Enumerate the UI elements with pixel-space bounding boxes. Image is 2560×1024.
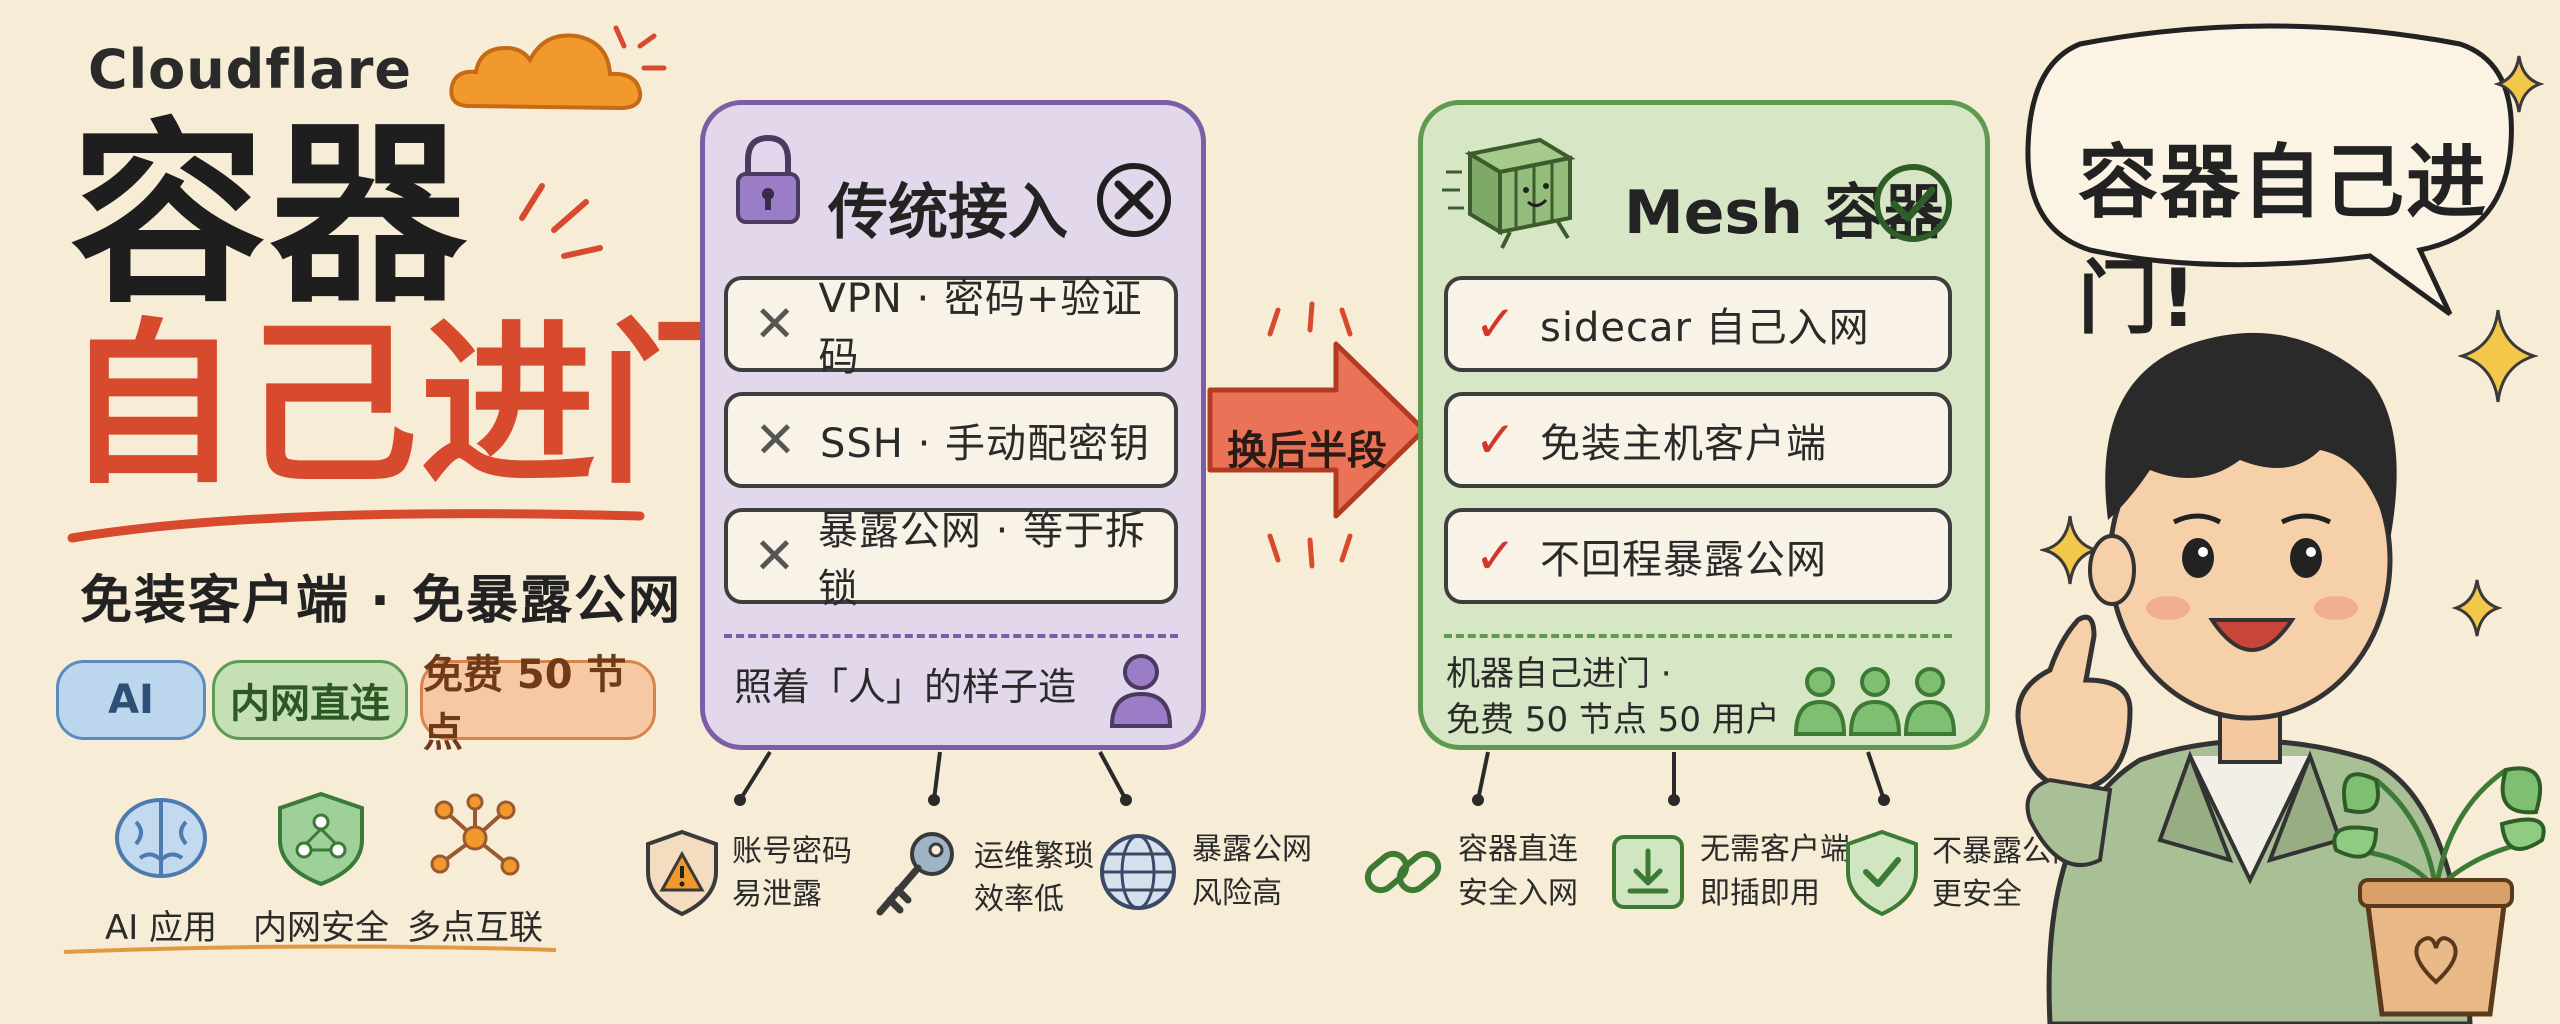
issue-line-2: 效率低 (974, 882, 1064, 917)
right-row-sidecar: ✓ sidecar 自己入网 (1444, 276, 1952, 372)
container-box-icon (1442, 137, 1576, 249)
cross-icon: ✕ (753, 295, 797, 353)
feature-ai-app: AI 应用 (76, 788, 246, 949)
sparkle-icon (2458, 309, 2538, 403)
warning-shield-icon (646, 829, 718, 917)
benefit-text: 无需客户端 即插即用 (1700, 828, 1850, 915)
issue-text: 账号密码 易泄露 (732, 830, 852, 917)
link-icon (1364, 850, 1442, 893)
issue-line-1: 运维繁琐 (974, 838, 1094, 874)
sparkle-icon (2494, 55, 2544, 113)
brand-name: Cloudflare (88, 38, 413, 101)
user-icon (1109, 654, 1173, 728)
feature-label: 内网安全 (253, 908, 389, 948)
speech-bubble-text: 容器自己进门! (2078, 136, 2488, 345)
issue-line-2: 易泄露 (732, 877, 822, 912)
divider-line (63, 944, 557, 954)
right-panel-divider (1444, 634, 1952, 638)
footer-line-2: 免费 50 节点 50 用户 (1446, 699, 1780, 740)
right-connector-lines (1472, 751, 1890, 806)
cross-icon: ✕ (754, 411, 798, 469)
benefit-line-2: 更安全 (1932, 877, 2022, 912)
benefit-line-1: 无需客户端 (1700, 832, 1850, 867)
benefit-line-2: 即插即用 (1700, 875, 1820, 911)
sparkle-icon (2040, 515, 2100, 585)
benefit-plug-and-play: 无需客户端 即插即用 (1608, 828, 1850, 915)
footer-line-1: 机器自己进门 · (1446, 654, 1672, 694)
issue-public-risk: 暴露公网 风险高 (1096, 828, 1312, 915)
row-label: VPN · 密码+验证码 (818, 276, 1143, 380)
feature-label: 多点互联 (407, 908, 543, 948)
cross-icon: ✕ (753, 527, 797, 585)
shield-network-icon (278, 791, 364, 887)
issue-ops-inefficient: 运维繁琐 效率低 (872, 828, 1094, 928)
benefit-text: 容器直连 安全入网 (1458, 828, 1578, 915)
close-circle-icon (1097, 163, 1171, 237)
right-panel-footer: 机器自己进门 · 免费 50 节点 50 用户 (1446, 652, 1780, 744)
arrow-spark-lines (1267, 301, 1353, 569)
users-group-icon (1793, 667, 1957, 736)
left-connector-lines (734, 750, 1132, 806)
title-line-1: 容器 (70, 102, 471, 330)
right-row-no-public: ✓ 不回程暴露公网 (1444, 508, 1952, 604)
issue-password-leak: 账号密码 易泄露 (644, 828, 852, 918)
issue-line-2: 风险高 (1192, 875, 1282, 911)
check-icon: ✓ (1474, 527, 1518, 585)
brain-icon (115, 798, 207, 878)
feature-multipoint: 多点互联 (390, 788, 560, 949)
left-panel-divider (724, 634, 1178, 638)
check-shield-icon (1846, 829, 1918, 917)
cloud-icon (449, 25, 667, 111)
check-icon: ✓ (1474, 295, 1518, 353)
issue-line-1: 暴露公网 (1192, 832, 1312, 867)
tag-intranet: 内网直连 (212, 660, 408, 740)
right-panel-title: Mesh 容器 (1624, 178, 1944, 248)
issue-text: 运维繁琐 效率低 (974, 835, 1094, 922)
row-label: sidecar 自己入网 (1540, 305, 1870, 351)
network-nodes-icon (430, 793, 520, 876)
feature-label: AI 应用 (104, 908, 218, 948)
row-label: SSH · 手动配密钥 (820, 421, 1151, 467)
feature-intranet-security: 内网安全 (236, 788, 406, 949)
title-line-2: 自己进门 (64, 303, 777, 508)
benefit-direct-connect: 容器直连 安全入网 (1360, 828, 1578, 915)
left-row-public: ✕ 暴露公网 · 等于拆锁 (724, 508, 1178, 612)
row-label: 免装主机客户端 (1540, 421, 1827, 467)
left-row-ssh: ✕ SSH · 手动配密钥 (724, 392, 1178, 488)
download-icon (1612, 834, 1684, 909)
globe-icon (1100, 833, 1176, 910)
row-label: 暴露公网 · 等于拆锁 (817, 508, 1147, 612)
left-row-vpn: ✕ VPN · 密码+验证码 (724, 276, 1178, 380)
row-label: 不回程暴露公网 (1540, 537, 1827, 583)
tag-ai: AI (56, 660, 206, 740)
benefit-line-2: 安全入网 (1458, 875, 1578, 911)
arrow-right-icon (1207, 341, 1427, 519)
spark-lines-icon (519, 183, 603, 259)
arrow-label: 换后半段 (1227, 428, 1387, 474)
check-icon: ✓ (1474, 411, 1518, 469)
issue-text: 暴露公网 风险高 (1192, 828, 1312, 915)
lock-icon (736, 134, 800, 224)
tag-free-nodes: 免费 50 节点 (420, 652, 656, 756)
right-row-no-client: ✓ 免装主机客户端 (1444, 392, 1952, 488)
plant-pot-icon (2332, 766, 2546, 1017)
title-underline (67, 509, 645, 543)
benefit-line-1: 容器直连 (1458, 832, 1578, 867)
issue-line-1: 账号密码 (732, 833, 852, 869)
speech-bubble (2025, 23, 2514, 317)
check-circle-icon (1874, 164, 1952, 242)
subtitle: 免装客户端 · 免暴露公网 (80, 571, 682, 631)
key-icon (876, 832, 954, 916)
left-panel-title: 传统接入 (828, 178, 1068, 248)
left-panel-footer: 照着「人」的样子造 (734, 665, 1077, 709)
sparkle-icon (2452, 579, 2502, 637)
